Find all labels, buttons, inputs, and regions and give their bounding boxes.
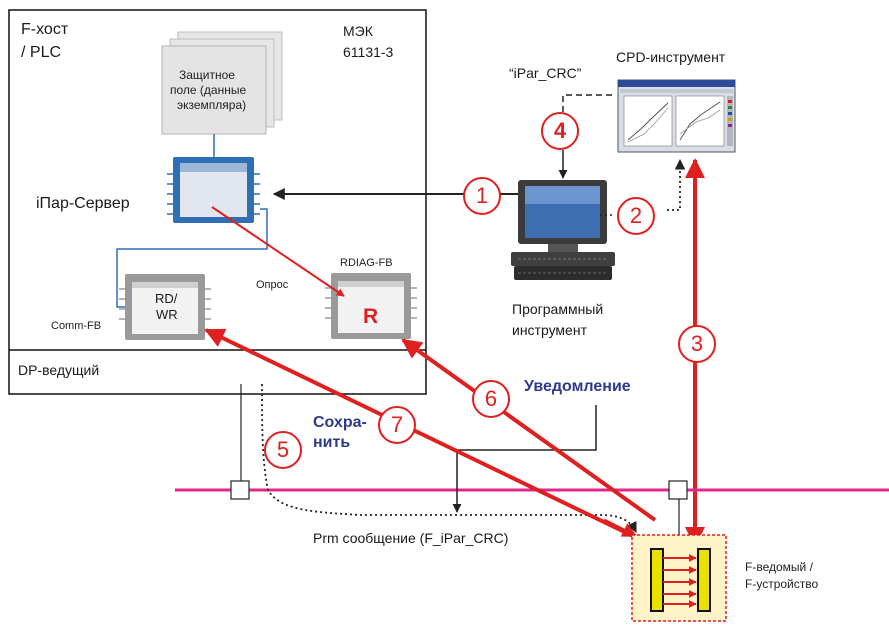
step-4-marker: 4 [541, 112, 579, 150]
cpd-tool-window [617, 79, 736, 153]
safety-field-pages [161, 31, 283, 135]
safety-field-line2: поле (данные [170, 83, 247, 97]
comm-fb-label: Comm-FB [51, 320, 102, 332]
rdiag-fb-label: RDIAG-FB [340, 257, 393, 269]
notification-link [452, 405, 597, 513]
standard-line2: 61131-3 [343, 44, 394, 60]
dp-master-label: DP-ведущий [18, 362, 100, 378]
f-device-line2: F-устройство [745, 577, 819, 591]
program-tool-line1: Программный [512, 301, 604, 317]
ipar-server-label: iПар-Сервер [36, 195, 130, 212]
host-title-line1: F-хост [21, 21, 69, 38]
save-line2: нить [313, 434, 351, 451]
step-5-marker: 5 [264, 431, 302, 469]
rd-wr-line2: WR [156, 307, 178, 322]
step-1-marker: 1 [463, 177, 501, 215]
bus-connector-right [668, 480, 688, 500]
rdiag-fb-block [331, 273, 411, 339]
ipar-server-block [173, 157, 254, 223]
f-device-block [631, 534, 727, 622]
cpd-tool-label: CPD-инструмент [616, 49, 726, 65]
rdiag-letter: R [363, 305, 379, 328]
safety-field-line3: экземпляра) [177, 98, 247, 112]
prm-message-label: Prm сообщение (F_iPar_CRC) [313, 530, 509, 546]
rd-wr-line1: RD/ [155, 291, 178, 306]
notification-label: Уведомление [524, 378, 631, 395]
arrow-7 [204, 328, 636, 539]
safety-field-line1: Защитное [179, 68, 235, 82]
comm-fb-block [125, 274, 205, 340]
ipar-server-pins [167, 173, 260, 215]
arrow-6 [401, 338, 657, 522]
f-device-line1: F-ведомый / [745, 560, 813, 574]
computer-icon [511, 180, 615, 280]
step-2-marker: 2 [617, 197, 655, 235]
server-comm-link [116, 208, 268, 308]
standard-line1: МЭК [343, 23, 373, 39]
host-title-line2: / PLC [21, 44, 62, 61]
step-7-marker: 7 [378, 406, 416, 444]
step-5-path [261, 383, 637, 533]
step-3-marker: 3 [678, 325, 716, 363]
ipar-crc-label: “iPar_CRC” [509, 65, 582, 81]
save-line1: Сохра- [313, 414, 367, 431]
poll-arrow [211, 206, 345, 297]
bus-connector-left [230, 480, 250, 500]
step-6-marker: 6 [472, 380, 510, 418]
program-tool-line2: инструмент [512, 322, 587, 338]
step-4-link [562, 94, 612, 114]
poll-label: Опрос [256, 279, 289, 291]
